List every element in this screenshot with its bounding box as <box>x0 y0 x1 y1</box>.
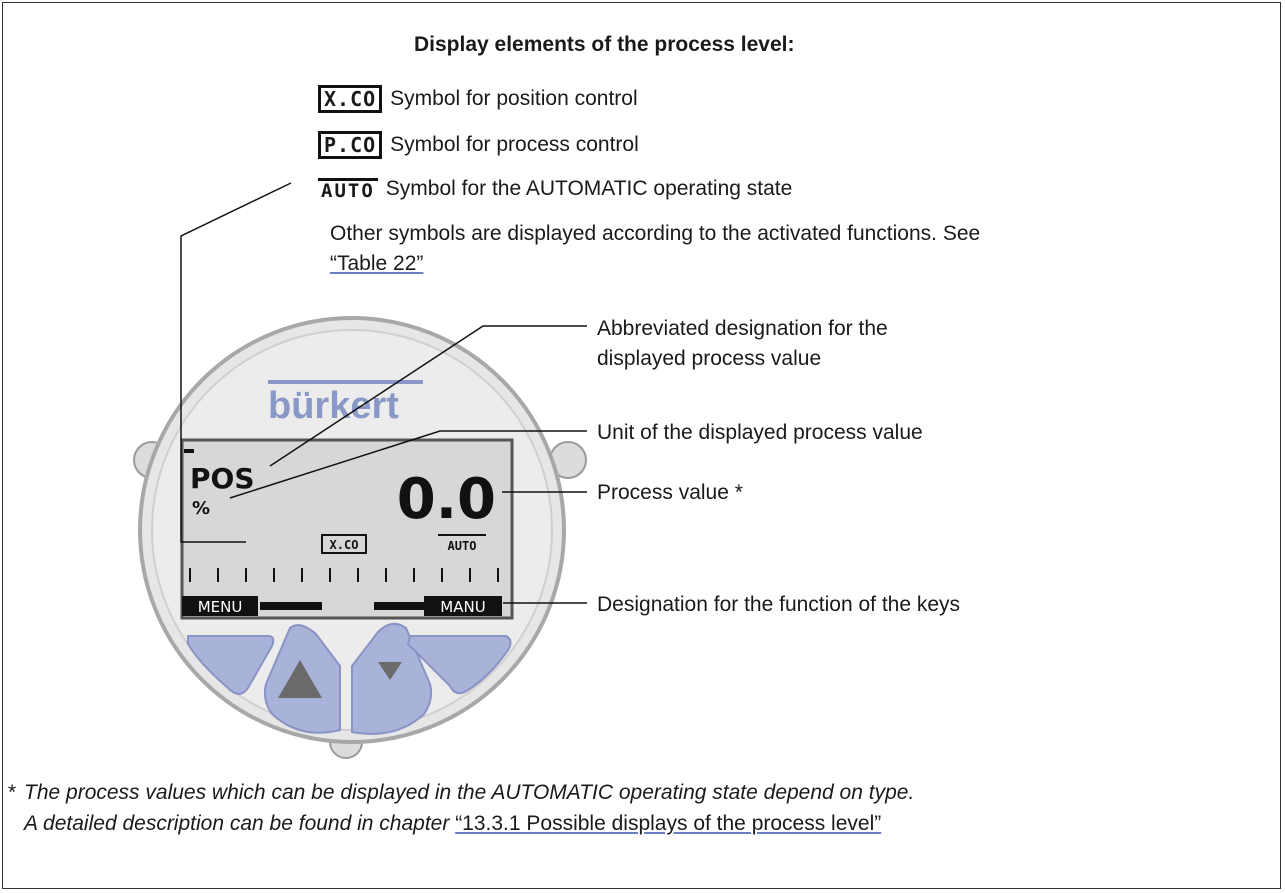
lcd-left-key-label-bg <box>182 596 258 616</box>
footnote: * The process values which can be displa… <box>8 777 915 839</box>
left-key <box>187 635 275 695</box>
footnote-line-2: A detailed description can be found in c… <box>24 808 914 839</box>
brand-bar <box>268 380 423 384</box>
leader-auto <box>180 182 292 543</box>
lcd-mode-symbol: X.CO <box>330 538 359 552</box>
auto-symbol: AUTO <box>318 177 378 201</box>
symbol-row-auto: AUTO Symbol for the AUTOMATIC operating … <box>318 174 792 204</box>
lcd-right-key-label-bg <box>424 596 502 616</box>
callout-process-value: Process value * <box>597 481 743 504</box>
footnote-line-1: The process values which can be displaye… <box>24 781 915 804</box>
lcd-process-value: 0.0 <box>397 467 496 532</box>
callout-abbrev: Abbreviated designation for the displaye… <box>597 317 888 370</box>
lcd-mode-symbol-box <box>321 534 367 554</box>
symbol-description: Symbol for process control <box>390 133 639 156</box>
down-arrow-icon <box>378 662 402 680</box>
up-arrow-icon <box>278 660 322 698</box>
lcd-screen <box>180 438 514 620</box>
lcd-right-key-label: MANU <box>440 598 485 616</box>
xco-symbol: X.CO <box>318 85 383 113</box>
brand-logo: bürkert <box>268 385 399 427</box>
lcd-unit: % <box>192 498 210 519</box>
down-key <box>351 622 433 735</box>
other-symbols-note: Other symbols are displayed according to… <box>330 219 1030 279</box>
symbol-description: Symbol for position control <box>390 87 638 110</box>
lcd-left-key-label: MENU <box>198 598 243 616</box>
footnote-star: * <box>8 781 17 804</box>
chapter-link[interactable]: “13.3.1 Possible displays of the process… <box>455 812 882 835</box>
callout-keys: Designation for the function of the keys <box>597 593 961 616</box>
callout-unit: Unit of the displayed process value <box>597 421 923 444</box>
lcd-indicator <box>184 449 194 453</box>
leader-unit <box>229 430 587 499</box>
pco-symbol: P.CO <box>318 131 383 159</box>
lcd-bar-scale <box>189 568 499 582</box>
leader-abbrev <box>269 325 587 467</box>
other-symbols-text: Other symbols are displayed according to… <box>330 222 981 245</box>
leader-lines <box>180 182 587 604</box>
symbol-row-position: X.CO Symbol for position control <box>318 84 638 114</box>
table-22-link[interactable]: “Table 22” <box>330 252 424 275</box>
symbol-row-process: P.CO Symbol for process control <box>318 130 639 160</box>
lcd-designation: POS <box>190 462 255 495</box>
symbol-description: Symbol for the AUTOMATIC operating state <box>385 177 793 200</box>
footnote-line-2-text: A detailed description can be found in c… <box>24 812 456 835</box>
figure-title: Display elements of the process level: <box>414 33 795 56</box>
lcd-state-symbol: AUTO <box>448 539 477 553</box>
right-key <box>406 635 512 695</box>
